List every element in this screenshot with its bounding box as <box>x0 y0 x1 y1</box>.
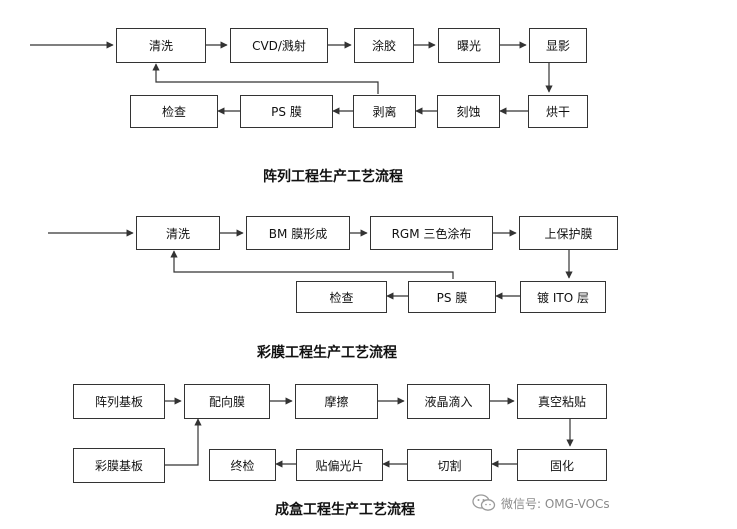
step-cf-bm-film: BM 膜形成 <box>246 216 350 250</box>
watermark: 微信号: OMG-VOCs <box>472 494 610 512</box>
watermark-text: 微信号: OMG-VOCs <box>501 496 610 511</box>
step-array-coating: 涂胶 <box>354 28 414 63</box>
wechat-icon <box>472 494 496 511</box>
step-cell-final-inspect: 终检 <box>209 449 276 481</box>
step-cell-vacuum-bonding: 真空粘贴 <box>517 384 607 419</box>
step-cf-overcoat: 上保护膜 <box>519 216 618 250</box>
title-cell-process: 成盒工程生产工艺流程 <box>275 502 415 518</box>
step-cell-cutting: 切割 <box>407 449 492 481</box>
step-cell-array-substrate: 阵列基板 <box>73 384 165 419</box>
step-cf-inspect: 检查 <box>296 281 387 313</box>
step-cell-cf-substrate: 彩膜基板 <box>73 448 165 483</box>
step-cf-rgm-coating: RGM 三色涂布 <box>370 216 493 250</box>
step-array-ps-film: PS 膜 <box>240 95 333 128</box>
step-cf-ps-film: PS 膜 <box>408 281 496 313</box>
step-array-inspect: 检查 <box>130 95 218 128</box>
title-array-process: 阵列工程生产工艺流程 <box>263 169 403 185</box>
step-array-cvd-sputter: CVD/溅射 <box>230 28 328 63</box>
step-cf-ito-layer: 镀 ITO 层 <box>520 281 606 313</box>
step-cell-curing: 固化 <box>517 449 607 481</box>
title-cf-process: 彩膜工程生产工艺流程 <box>257 345 397 361</box>
step-array-clean: 清洗 <box>116 28 206 63</box>
step-array-etch: 刻蚀 <box>437 95 500 128</box>
step-cell-rubbing: 摩擦 <box>295 384 378 419</box>
step-array-exposure: 曝光 <box>438 28 500 63</box>
step-cell-polarizer: 贴偏光片 <box>296 449 383 481</box>
step-array-bake: 烘干 <box>528 95 588 128</box>
step-array-develop: 显影 <box>529 28 587 63</box>
step-cf-clean: 清洗 <box>136 216 220 250</box>
step-cell-lc-dropping: 液晶滴入 <box>407 384 490 419</box>
step-array-strip: 剥离 <box>353 95 416 128</box>
step-cell-alignment-film: 配向膜 <box>184 384 270 419</box>
